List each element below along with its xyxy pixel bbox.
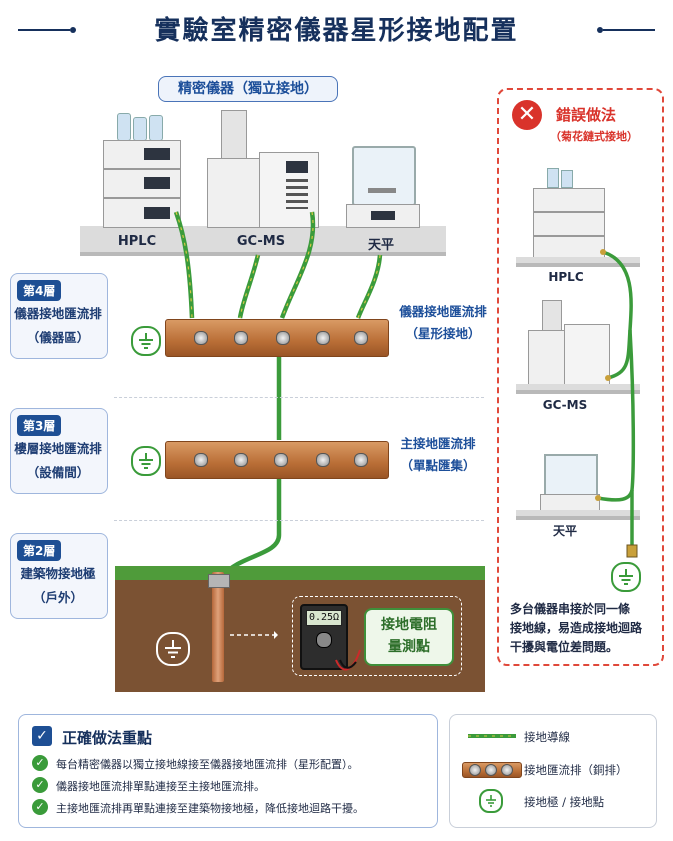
correct-point-2: 儀器接地匯流排單點連接至主接地匯流排。 xyxy=(56,780,265,793)
bolt-icon xyxy=(316,331,330,345)
wrong-label-balance: 天平 xyxy=(552,524,577,538)
legend-label-busbar: 接地匯流排（銅排） xyxy=(524,763,628,777)
ground-symbol-icon xyxy=(131,326,161,356)
layer-2-tag: 第2層 xyxy=(17,540,62,561)
instrument-busbar xyxy=(165,319,389,357)
main-bus-label-1: 主接地匯流排 xyxy=(400,436,476,451)
balance-device xyxy=(346,146,420,228)
wrong-gcms-device xyxy=(528,300,610,386)
legend-label-ground: 接地極 / 接地點 xyxy=(524,795,605,809)
bolt-icon xyxy=(234,331,248,345)
measure-arrow xyxy=(230,631,278,639)
grass-layer xyxy=(115,566,485,580)
title-dot-left xyxy=(70,27,76,33)
correct-point-1: 每台精密儀器以獨立接地線接至儀器接地匯流排（星形配置）。 xyxy=(56,758,359,771)
wrong-title: 錯誤做法 xyxy=(556,106,617,124)
separator-2 xyxy=(114,520,484,521)
wrong-description-3: 干擾與電位差問題。 xyxy=(510,640,619,654)
measurement-label: 接地電阻 量測點 xyxy=(364,608,454,666)
title-line-right xyxy=(603,29,655,31)
bolt-icon xyxy=(276,331,290,345)
bolt-icon xyxy=(485,764,497,776)
layer-3-tag: 第3層 xyxy=(17,415,62,436)
bolt-icon xyxy=(194,331,208,345)
separator-1 xyxy=(114,397,484,398)
wrong-label-gcms: GC-MS xyxy=(542,398,588,412)
wrong-shelf-3 xyxy=(516,510,640,520)
bolt-icon xyxy=(316,453,330,467)
wrong-description-1: 多台儀器串接於同一條 xyxy=(510,602,631,616)
label-balance: 天平 xyxy=(367,238,394,253)
correct-practice-panel xyxy=(18,714,438,828)
correct-title: 正確做法重點 xyxy=(62,729,153,747)
ground-rod xyxy=(212,572,224,682)
check-icon: ✓ xyxy=(32,755,48,771)
layer-2-line2: （戶外） xyxy=(32,590,83,605)
layer-4-line1: 儀器接地匯流排 xyxy=(14,306,102,321)
layer-4-tag: 第4層 xyxy=(17,280,62,301)
correct-point-3: 主接地匯流排再單點連接至建築物接地極，降低接地迴路干擾。 xyxy=(56,802,364,815)
ground-symbol-icon xyxy=(479,789,503,813)
hplc-device xyxy=(103,113,181,228)
earth-ground-icon xyxy=(156,632,190,666)
wrong-shelf-2 xyxy=(516,384,640,394)
instrument-bus-label-2: （星形接地） xyxy=(405,326,481,341)
title-dot-right xyxy=(597,27,603,33)
ground-wire-icon xyxy=(468,734,516,738)
layer-3-line2: （設備間） xyxy=(26,465,90,480)
ground-symbol-icon xyxy=(131,446,161,476)
ground-rod-clamp xyxy=(208,574,230,588)
busbar-icon xyxy=(462,762,522,778)
title-line-left xyxy=(18,29,70,31)
checkbox-icon: ✓ xyxy=(32,726,52,746)
legend-label-wire: 接地導線 xyxy=(524,730,570,744)
main-busbar xyxy=(165,441,389,479)
meter-display: 0.25Ω xyxy=(306,610,342,626)
wrong-balance-device xyxy=(540,454,600,512)
page-title: 實驗室精密儀器星形接地配置 xyxy=(154,16,519,46)
wrong-label-hplc: HPLC xyxy=(548,270,584,284)
wrong-subtitle: （菊花鏈式接地） xyxy=(550,130,638,143)
bolt-icon xyxy=(469,764,481,776)
main-bus-label-2: （單點匯集） xyxy=(400,458,476,473)
gcms-device xyxy=(207,110,319,228)
instruments-header: 精密儀器（獨立接地） xyxy=(158,76,338,102)
instrument-shelf xyxy=(80,226,446,256)
bolt-icon xyxy=(274,453,288,467)
bolt-icon xyxy=(501,764,513,776)
check-icon: ✓ xyxy=(32,799,48,815)
measurement-label-line2: 量測點 xyxy=(388,639,430,655)
wrong-hplc-device xyxy=(533,168,605,260)
wrong-ground-icon xyxy=(611,562,641,592)
bolt-icon xyxy=(194,453,208,467)
multimeter-icon: 0.25Ω xyxy=(300,604,348,670)
measurement-area xyxy=(292,596,462,676)
check-icon: ✓ xyxy=(32,777,48,793)
bolt-icon xyxy=(354,453,368,467)
bolt-icon xyxy=(234,453,248,467)
label-gcms: GC-MS xyxy=(236,234,286,249)
wrong-shelf-1 xyxy=(516,257,640,267)
bolt-icon xyxy=(354,331,368,345)
wrong-description-2: 接地線，易造成接地迴路 xyxy=(510,621,643,635)
layer-4-line2: （儀器區） xyxy=(26,330,90,345)
meter-probes xyxy=(335,649,361,671)
label-hplc: HPLC xyxy=(117,234,157,249)
measurement-label-line1: 接地電阻 xyxy=(381,617,437,633)
layer-2-line1: 建築物接地極 xyxy=(20,566,96,581)
layer-3-line1: 樓層接地匯流排 xyxy=(14,441,102,456)
instrument-bus-label-1: 儀器接地匯流排 xyxy=(399,304,487,319)
error-icon: ✕ xyxy=(512,100,542,130)
